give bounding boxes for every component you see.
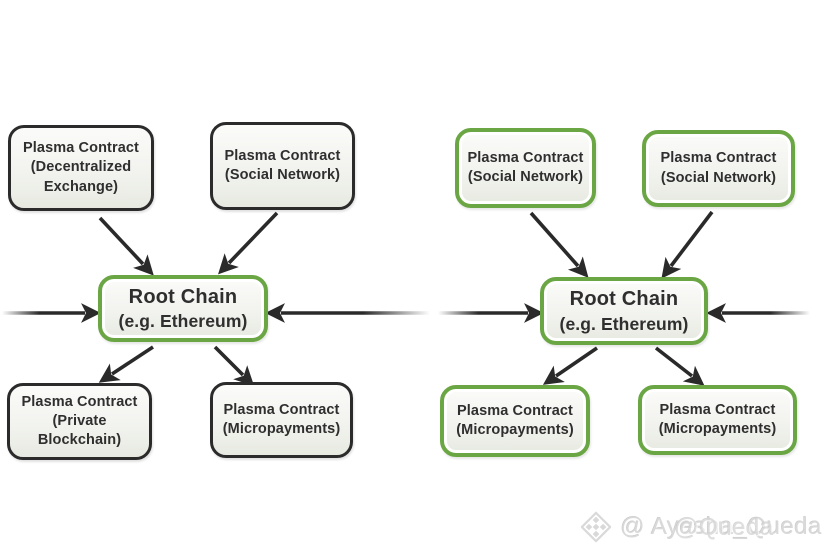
arrow-left-root-to-bottomright [213, 345, 255, 387]
arrow-right-root-to-bottomright [654, 346, 705, 386]
watermark-text-wrap: @ Ayesha_Queda @Queda [620, 513, 822, 541]
arrow-left-root-to-bottomleft [98, 345, 154, 383]
watermark-overlay-text: @Queda [674, 514, 774, 541]
binance-diamond-icon [581, 511, 612, 543]
watermark: @ Ayesha_Queda @Queda [580, 508, 822, 546]
arrow-left-topright-to-root [218, 211, 279, 275]
arrow-right-root-to-bottomleft [542, 346, 599, 385]
arrow-left-topleft-to-root [98, 216, 154, 276]
arrow-right-topright-to-root [661, 210, 714, 279]
watermark-text: @ Ayesha_Queda [620, 513, 822, 540]
arrow-right-topleft-to-root [529, 211, 589, 278]
